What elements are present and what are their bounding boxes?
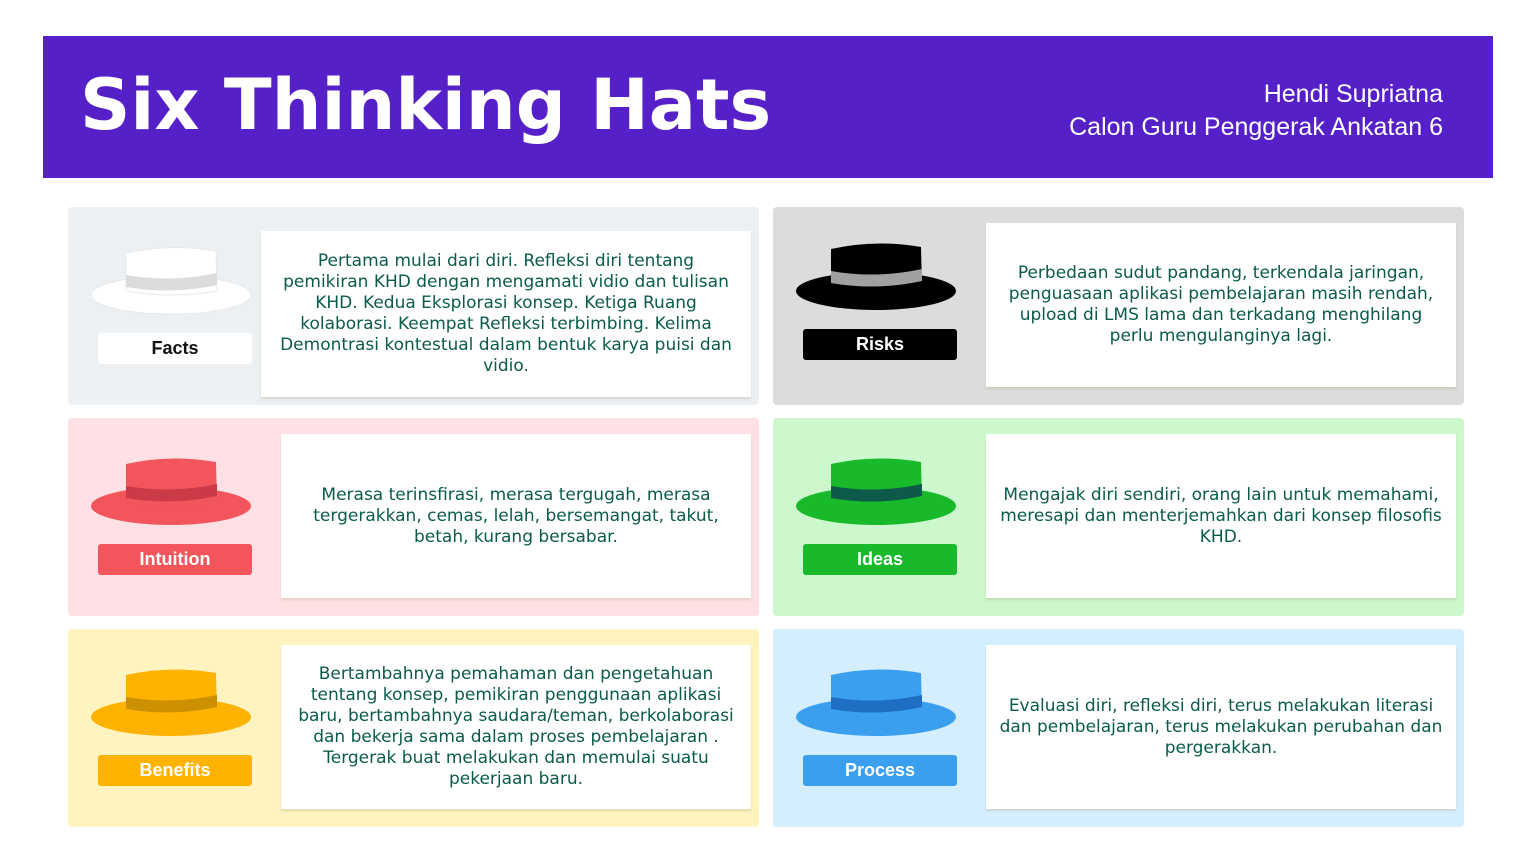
hat-label: Process (803, 755, 957, 786)
hat-icon (91, 669, 251, 736)
hat-description: Merasa terinsfirasi, merasa tergugah, me… (281, 434, 751, 598)
hat-icon (90, 246, 252, 315)
hat-label: Intuition (98, 544, 252, 575)
hat-card-facts: Facts Pertama mulai dari diri. Refleksi … (68, 207, 759, 405)
author-info: Hendi Supriatna Calon Guru Penggerak Ank… (1069, 78, 1443, 144)
hat-description: Bertambahnya pemahaman dan pengetahuan t… (281, 645, 751, 809)
hat-label: Risks (803, 329, 957, 360)
hat-card-benefits: Benefits Bertambahnya pemahaman dan peng… (68, 629, 759, 827)
hat-description: Mengajak diri sendiri, orang lain untuk … (986, 434, 1456, 598)
hat-card-intuition: Intuition Merasa terinsfirasi, merasa te… (68, 418, 759, 616)
hat-description: Perbedaan sudut pandang, terkendala jari… (986, 223, 1456, 387)
hat-icon (91, 458, 251, 525)
hat-card-process: Process Evaluasi diri, refleksi diri, te… (773, 629, 1464, 827)
hat-description: Pertama mulai dari diri. Refleksi diri t… (261, 231, 751, 397)
hat-icon (796, 458, 956, 525)
author-name: Hendi Supriatna (1263, 80, 1443, 108)
hat-icon (796, 669, 956, 736)
hat-icon (796, 243, 956, 310)
hat-label: Facts (98, 333, 252, 364)
hat-card-risks: Risks Perbedaan sudut pandang, terkendal… (773, 207, 1464, 405)
header-banner: Six Thinking Hats Hendi Supriatna Calon … (43, 36, 1493, 178)
author-role: Calon Guru Penggerak Ankatan 6 (1069, 113, 1443, 141)
page-title: Six Thinking Hats (80, 64, 772, 146)
hat-label: Benefits (98, 755, 252, 786)
hat-label: Ideas (803, 544, 957, 575)
hat-description: Evaluasi diri, refleksi diri, terus mela… (986, 645, 1456, 809)
hat-card-ideas: Ideas Mengajak diri sendiri, orang lain … (773, 418, 1464, 616)
